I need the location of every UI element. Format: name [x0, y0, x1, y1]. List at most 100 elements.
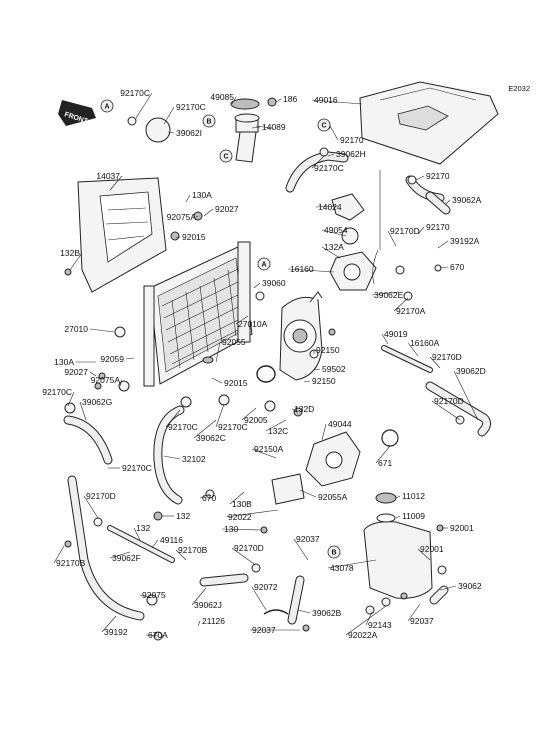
- part-label-132: 132: [176, 511, 190, 521]
- leader-line: [275, 98, 282, 103]
- leader-line: [175, 236, 181, 239]
- leader-line: [315, 205, 339, 208]
- callout-a: A: [100, 99, 114, 113]
- part-label-92150a: 92150A: [254, 444, 284, 454]
- part-label-92037: 92037: [252, 625, 276, 635]
- leader-line: [215, 403, 225, 428]
- leader-line: [327, 559, 377, 569]
- leader-line: [125, 357, 135, 360]
- part-label-132: 132: [136, 523, 150, 533]
- part-label-92170c: 92170C: [314, 163, 344, 173]
- part-label-92170b: 92170B: [56, 558, 86, 568]
- leader-line: [251, 448, 277, 459]
- leader-line: [311, 99, 363, 105]
- part-label-670: 670: [202, 493, 216, 503]
- part-label-92170c: 92170C: [42, 387, 72, 397]
- leader-line: [329, 125, 339, 141]
- part-label-92015: 92015: [182, 232, 206, 242]
- part-label-92037: 92037: [410, 616, 434, 626]
- part-label-39062: 39062: [458, 581, 482, 591]
- leader-line: [109, 175, 123, 191]
- part-label-670a: 670A: [148, 630, 168, 640]
- leader-line: [313, 368, 321, 371]
- diagram-code: E2032: [508, 84, 530, 93]
- leader-line: [311, 155, 325, 169]
- leader-line: [165, 409, 181, 428]
- part-label-186: 186: [283, 94, 297, 104]
- part-label-130a: 130A: [192, 190, 212, 200]
- leader-line: [291, 408, 299, 413]
- leader-line: [445, 199, 451, 205]
- part-label-92170d: 92170D: [390, 226, 420, 236]
- leader-line: [231, 96, 237, 105]
- part-label-39062h: 39062H: [336, 149, 366, 159]
- leader-line: [193, 419, 217, 439]
- leader-line: [371, 291, 399, 296]
- part-label-39192: 39192: [104, 627, 128, 637]
- part-label-92150: 92150: [312, 376, 336, 386]
- part-label-92005: 92005: [244, 415, 268, 425]
- part-label-39062i: 39062I: [176, 128, 202, 138]
- leader-line: [211, 377, 223, 384]
- leader-line: [439, 585, 457, 591]
- leader-line: [303, 380, 311, 383]
- leader-line: [345, 605, 387, 636]
- leader-line: [417, 226, 425, 235]
- reservoir-cover: [359, 81, 499, 165]
- callout-a: A: [257, 257, 271, 271]
- leader-line: [185, 194, 191, 203]
- part-label-43078: 43078: [330, 563, 354, 573]
- svg-text:B: B: [331, 550, 336, 557]
- part-label-92059: 92059: [100, 354, 124, 364]
- callout-c: C: [219, 149, 233, 163]
- leader-line: [199, 493, 211, 499]
- leader-line: [321, 229, 347, 237]
- part-label-92075a: 92075A: [167, 212, 197, 222]
- leader-line: [101, 615, 117, 633]
- part-label-671: 671: [378, 458, 392, 468]
- leader-line: [297, 609, 311, 614]
- part-label-39062e: 39062E: [374, 290, 404, 300]
- thermostat-housing: [329, 193, 377, 291]
- filler-neck: [230, 97, 277, 163]
- part-label-32102: 32102: [182, 454, 206, 464]
- part-label-39062c: 39062C: [196, 433, 226, 443]
- part-label-132d: 132D: [294, 404, 314, 414]
- leader-line: [89, 371, 97, 377]
- part-label-14037: 14037: [96, 171, 120, 181]
- leader-line: [67, 391, 75, 407]
- leader-line: [293, 538, 309, 561]
- part-label-92170c: 92170C: [168, 422, 198, 432]
- leader-line: [135, 92, 153, 119]
- part-label-39062f: 39062F: [112, 553, 141, 563]
- part-label-92143: 92143: [368, 620, 392, 630]
- part-label-92055: 92055: [222, 337, 246, 347]
- part-label-92022: 92022: [228, 512, 252, 522]
- callout-b: B: [327, 545, 341, 559]
- leader-line: [151, 539, 159, 549]
- part-label-39062a: 39062A: [452, 195, 482, 205]
- leader-line: [407, 342, 419, 357]
- leader-line: [229, 491, 245, 505]
- leader-line: [167, 131, 175, 134]
- leader-line: [163, 455, 181, 460]
- leader-line: [145, 634, 159, 637]
- part-label-49054: 49054: [324, 225, 348, 235]
- leader-line: [231, 547, 255, 565]
- leader-line: [417, 548, 431, 561]
- part-label-132b: 132B: [60, 248, 80, 258]
- part-label-92037: 92037: [296, 534, 320, 544]
- part-label-132a: 132A: [324, 242, 344, 252]
- part-label-92170: 92170: [426, 171, 450, 181]
- callout-c: C: [317, 118, 331, 132]
- part-label-14024: 14024: [318, 202, 342, 212]
- leader-line: [251, 586, 267, 611]
- part-label-92170c: 92170C: [218, 422, 248, 432]
- leader-line: [395, 495, 401, 499]
- leader-line: [321, 423, 327, 441]
- leader-lines: [53, 92, 479, 637]
- part-label-130b: 130B: [232, 499, 252, 509]
